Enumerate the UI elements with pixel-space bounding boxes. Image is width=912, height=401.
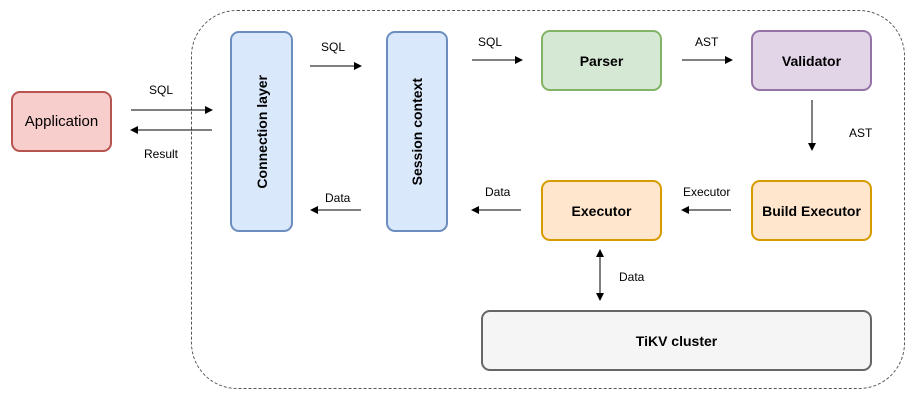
tidb-server-boundary — [191, 10, 905, 389]
application-label: Application — [24, 113, 99, 130]
edge-label-app-to-conn: SQL — [149, 83, 174, 97]
edge-label-conn-to-session: SQL — [321, 40, 346, 54]
tikv-cluster-node: TiKV cluster — [481, 310, 872, 371]
session-context-node: Session context — [386, 31, 448, 232]
edge-label-session-to-conn: Data — [325, 191, 351, 205]
edge-label-executor-tikv: Data — [619, 270, 645, 284]
edge-label-conn-to-app: Result — [144, 147, 179, 161]
build-executor-label: Build Executor — [762, 202, 861, 219]
application-node: Application — [11, 91, 112, 152]
build-executor-node: Build Executor — [751, 180, 872, 241]
edge-label-session-to-parser: SQL — [478, 35, 503, 49]
parser-node: Parser — [541, 30, 662, 91]
executor-label: Executor — [571, 202, 632, 219]
edge-label-parser-to-validator: AST — [695, 35, 719, 49]
edge-label-validator-to-build: AST — [849, 126, 873, 140]
tikv-cluster-label: TiKV cluster — [635, 332, 718, 349]
edge-label-executor-to-session: Data — [485, 185, 511, 199]
executor-node: Executor — [541, 180, 662, 241]
validator-node: Validator — [751, 30, 872, 91]
connection-layer-label: Connection layer — [253, 74, 270, 189]
parser-label: Parser — [579, 52, 624, 69]
edge-label-build-to-executor: Executor — [683, 185, 731, 199]
session-context-label: Session context — [409, 77, 425, 186]
validator-label: Validator — [781, 52, 842, 69]
connection-layer-node: Connection layer — [230, 31, 293, 232]
